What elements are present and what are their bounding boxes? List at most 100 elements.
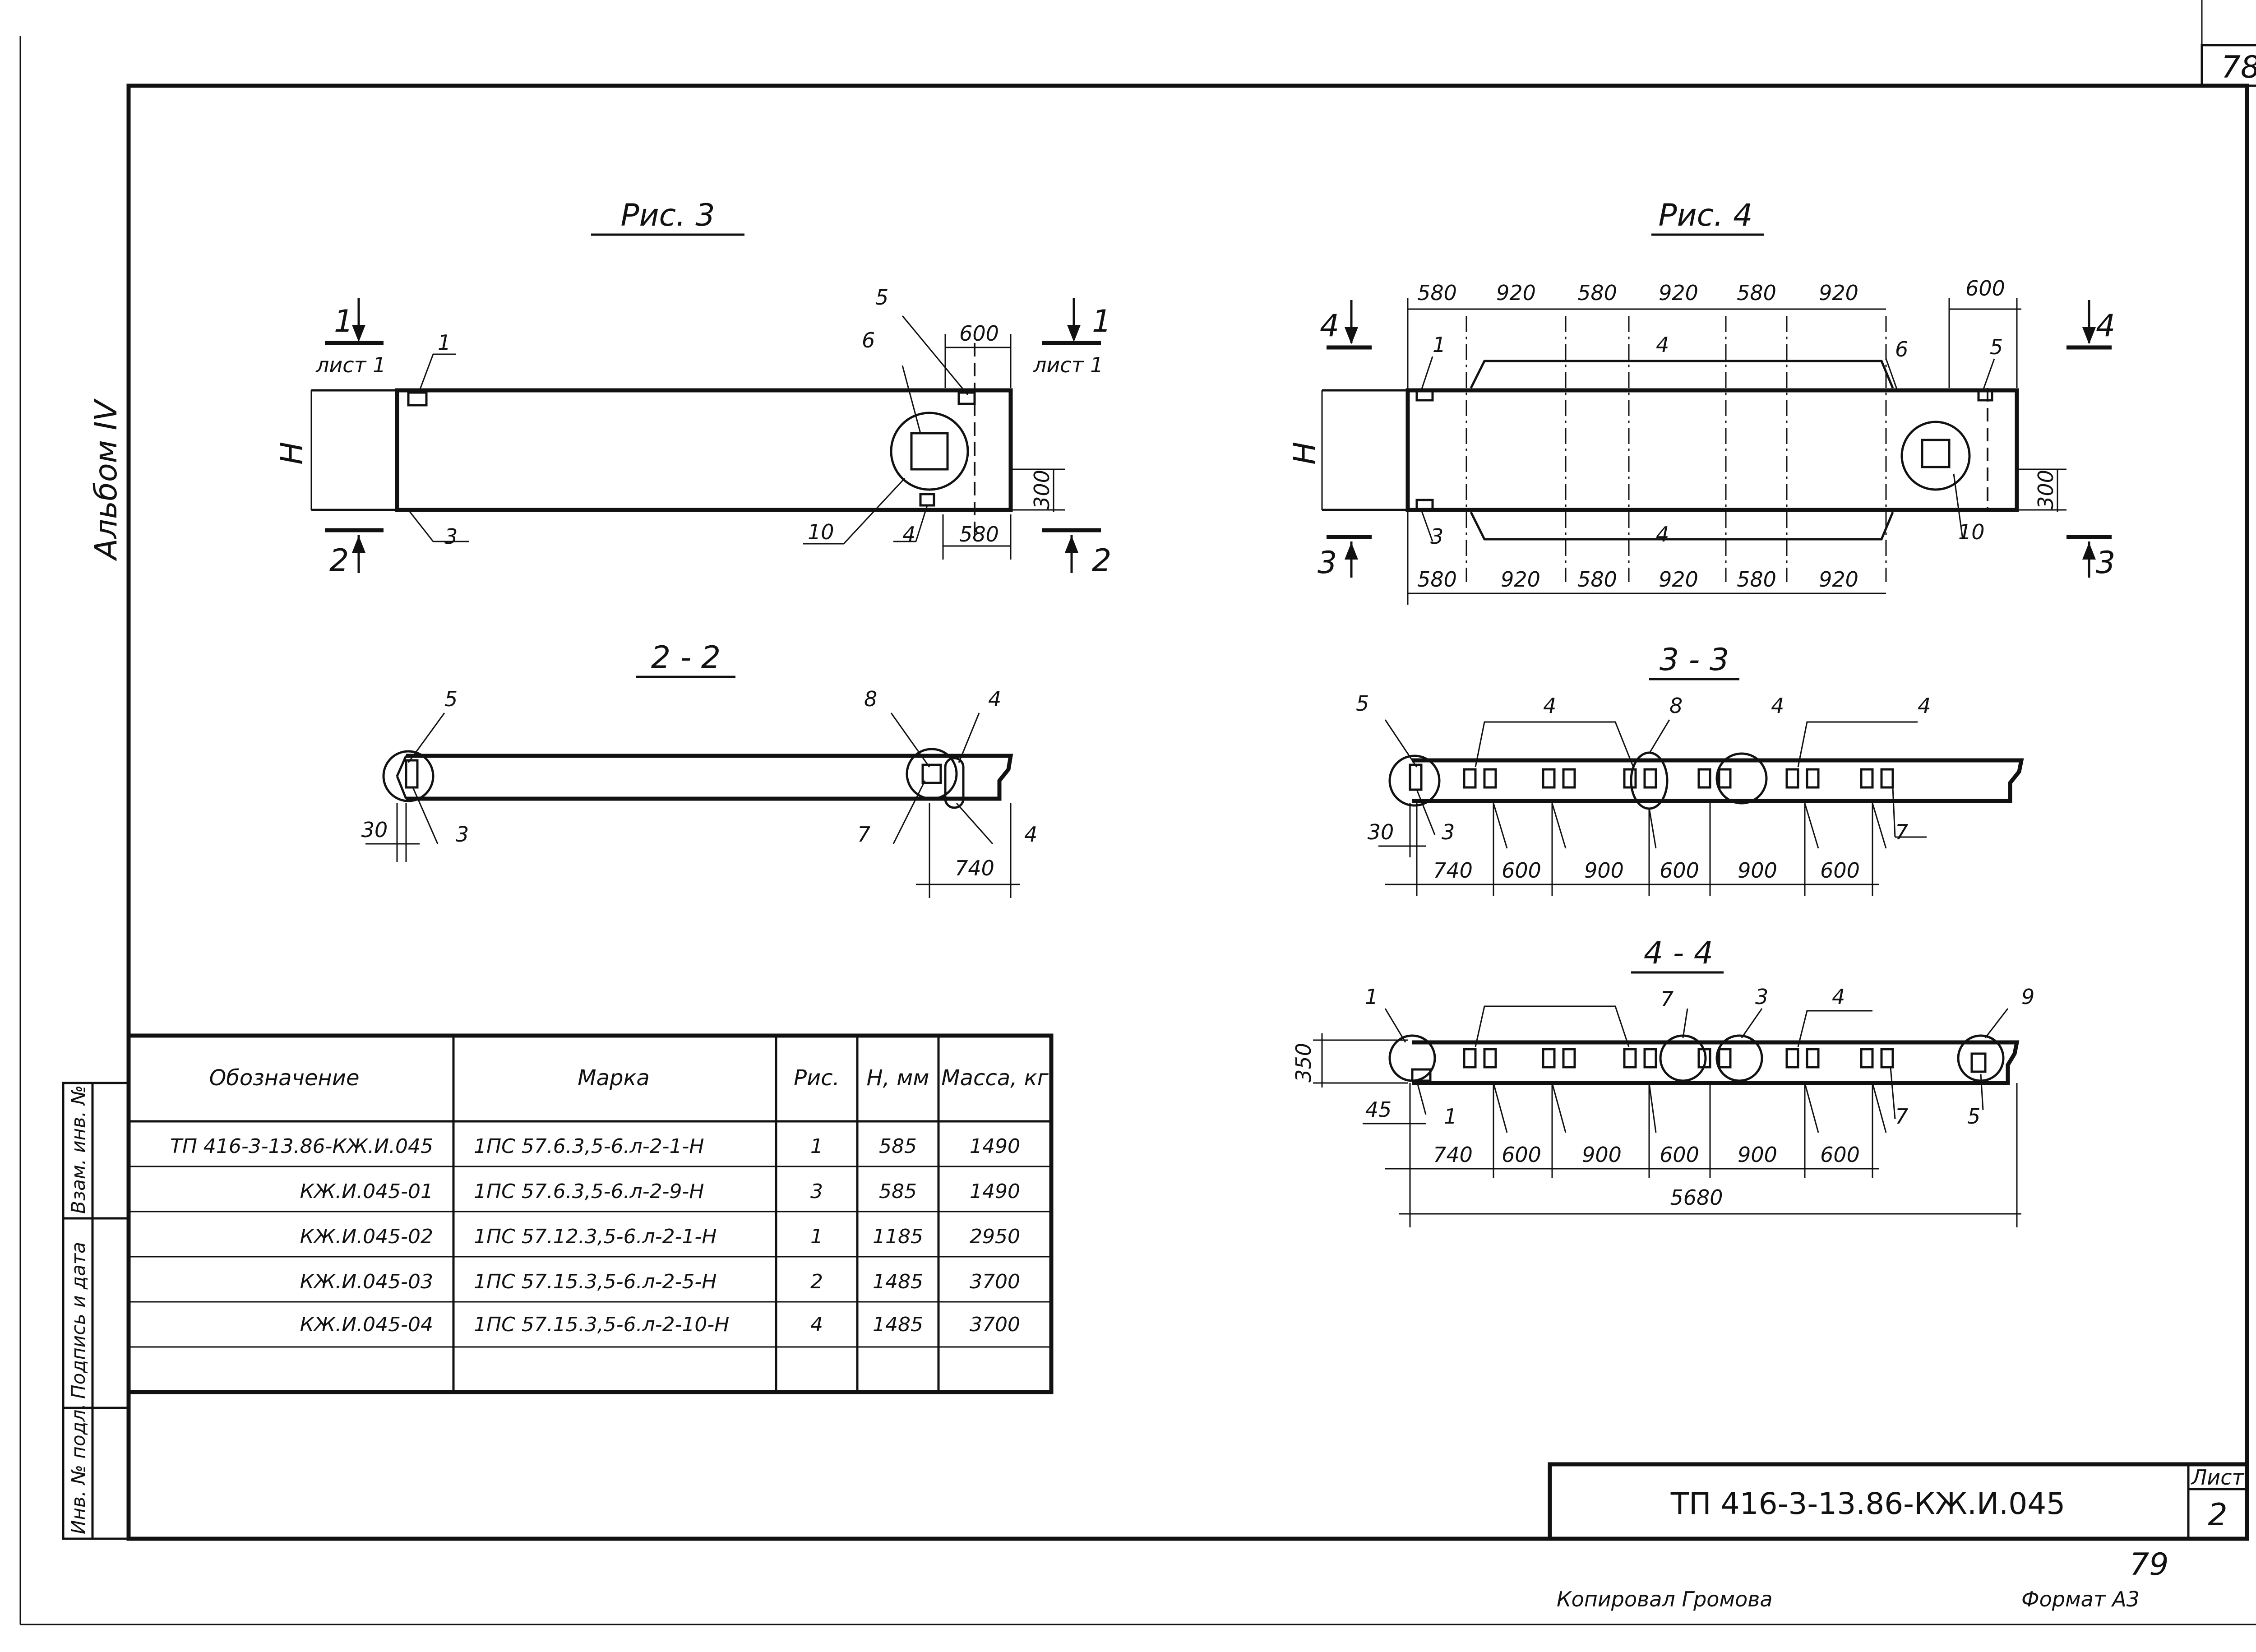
footer-page-number: 79 (2130, 1547, 2169, 1583)
table-row-1-ris: 1 (810, 1135, 823, 1158)
title-block-sheet-number: 2 (2208, 1497, 2227, 1533)
fig4-callout-1: 1 (1433, 333, 1446, 357)
fig3-sec-ref-bottom-left: 2 (329, 543, 349, 578)
fig3-callout-3: 3 (444, 524, 458, 549)
fig4-callout-5: 5 (1990, 335, 2003, 359)
fig3-callout-4: 4 (902, 522, 915, 546)
fig4-sec-ref-bottom-right: 3 (2096, 545, 2115, 581)
fig3-sheet-ref-right: лист 1 (1033, 353, 1103, 377)
fig3-height-label: H (274, 442, 310, 465)
fig4-sec-ref-top-right: 4 (2096, 308, 2115, 344)
fig4-callout-10: 10 (1958, 520, 1985, 544)
sec44-callout-7-bottom: 7 (1895, 1104, 1908, 1129)
table-row-3-mass: 2950 (970, 1225, 1020, 1248)
fig3-sec-ref-right: 1 (1092, 304, 1111, 339)
table-row-1-mass: 1490 (970, 1135, 1020, 1158)
table-header-marka: Марка (578, 1065, 650, 1091)
fig4-top-dim-5: 580 (1737, 281, 1776, 305)
fig4-top-dim-1: 580 (1417, 281, 1457, 305)
sec44-drawing (1313, 971, 2021, 1227)
fig3-callout-5: 5 (875, 285, 888, 310)
fig4-bottom-dim-6: 920 (1819, 567, 1858, 592)
fig4-bottom-dim-4: 920 (1659, 567, 1698, 592)
sec44-callout-1-top: 1 (1365, 985, 1378, 1009)
sec44-title: 4 - 4 (1644, 935, 1713, 971)
sec44-dim-900-a: 900 (1582, 1143, 1622, 1167)
table-row-5-ris: 4 (810, 1313, 823, 1336)
sec33-callout-3: 3 (1442, 820, 1455, 844)
fig4-height-label: H (1287, 442, 1323, 465)
fig4-top-dim-2: 920 (1496, 281, 1536, 305)
sec22-callout-8: 8 (864, 687, 877, 711)
table-row-1-oboz: ТП 416-3-13.86-КЖ.И.045 (170, 1135, 433, 1158)
table-row-4-mass: 3700 (970, 1270, 1020, 1293)
sec44-callout-5: 5 (1967, 1104, 1980, 1129)
table-row-2-oboz: КЖ.И.045-01 (300, 1180, 433, 1203)
sec22-drawing (365, 676, 1020, 898)
sec22-callout-4-bottom: 4 (1024, 822, 1037, 847)
sec22-dim-30: 30 (361, 818, 388, 842)
fig4-callout-4-bottom: 4 (1656, 522, 1669, 546)
fig4-bottom-dim-5: 580 (1737, 567, 1776, 592)
sec44-callout-4: 4 (1832, 985, 1845, 1009)
sec22-callout-4-top: 4 (988, 687, 1001, 711)
stamp-inv-podl: Инв. № подл. (67, 1403, 89, 1534)
sec33-dim-600-a: 600 (1502, 858, 1541, 883)
footer-format: Формат А3 (2021, 1587, 2140, 1611)
fig4-top-dim-6: 920 (1819, 281, 1858, 305)
table-row-3-h: 1185 (873, 1225, 923, 1248)
fig3-title: Рис. 3 (620, 198, 715, 233)
sec33-dim-900-a: 900 (1584, 858, 1624, 883)
sec22-dim-740: 740 (955, 856, 994, 880)
fig4-sec-ref-top-left: 4 (1320, 308, 1339, 344)
sec33-callout-4-a: 4 (1543, 694, 1556, 718)
sec33-title: 3 - 3 (1660, 642, 1729, 678)
fig3-sheet-ref-left: лист 1 (315, 353, 386, 377)
table-row-2-h: 585 (879, 1180, 917, 1203)
sec33-callout-5: 5 (1356, 691, 1369, 716)
table-header-ris: Рис. (794, 1065, 840, 1091)
sec44-callout-1-bottom: 1 (1444, 1104, 1457, 1129)
table-row-5-h: 1485 (873, 1313, 923, 1336)
sec44-callout-7-top: 7 (1660, 987, 1674, 1011)
sec22-callout-3: 3 (456, 822, 469, 847)
stamp-vzam: Взам. инв. № (67, 1085, 89, 1214)
corner-sheet-number: 78 (2221, 50, 2256, 85)
fig3-drawing (310, 233, 1101, 573)
fig4-top-dim-3: 580 (1577, 281, 1617, 305)
fig3-dim-600: 600 (959, 321, 999, 346)
table-row-4-marka: 1ПС 57.15.3,5-6.л-2-5-Н (474, 1270, 717, 1293)
sec33-callout-4-b: 4 (1771, 694, 1784, 718)
sec44-dim-350: 350 (1291, 1043, 1316, 1083)
table-row-5-marka: 1ПС 57.15.3,5-6.л-2-10-Н (474, 1313, 729, 1336)
sec33-drawing (1378, 678, 2024, 896)
table-header-h: H, мм (866, 1065, 929, 1091)
table-header-oboznachenie: Обозначение (209, 1065, 359, 1091)
table-row-1-marka: 1ПС 57.6.3,5-6.л-2-1-Н (474, 1135, 704, 1158)
table-row-3-ris: 1 (810, 1225, 823, 1248)
fig3-callout-10: 10 (808, 520, 834, 544)
fig4-callout-4-top: 4 (1656, 333, 1669, 357)
sheet-frame (19, 0, 2256, 1625)
fig3-sec-ref-left: 1 (334, 304, 353, 339)
fig4-top-dim-4: 920 (1659, 281, 1698, 305)
fig4-side-dim: 300 (2034, 470, 2058, 509)
fig4-title: Рис. 4 (1658, 198, 1752, 233)
fig3-sec-ref-bottom-right: 2 (1092, 543, 1111, 578)
sec44-dim-740: 740 (1433, 1143, 1473, 1167)
table-row-4-h: 1485 (873, 1270, 923, 1293)
table-row-1-h: 585 (879, 1135, 917, 1158)
table-row-4-oboz: КЖ.И.045-03 (300, 1270, 433, 1293)
table-row-4-ris: 2 (810, 1270, 823, 1293)
sec44-dim-600-b: 600 (1660, 1143, 1699, 1167)
title-block (1548, 1462, 2249, 1541)
sec33-dim-900-b: 900 (1738, 858, 1777, 883)
sec44-dim-45: 45 (1365, 1097, 1392, 1122)
sec33-dim-740: 740 (1433, 858, 1473, 883)
sec22-callout-5: 5 (444, 687, 458, 711)
fig4-top-right-dim: 600 (1965, 276, 2005, 301)
fig3-callout-6: 6 (862, 328, 875, 352)
table-row-2-mass: 1490 (970, 1180, 1020, 1203)
fig4-bottom-dim-1: 580 (1417, 567, 1457, 592)
